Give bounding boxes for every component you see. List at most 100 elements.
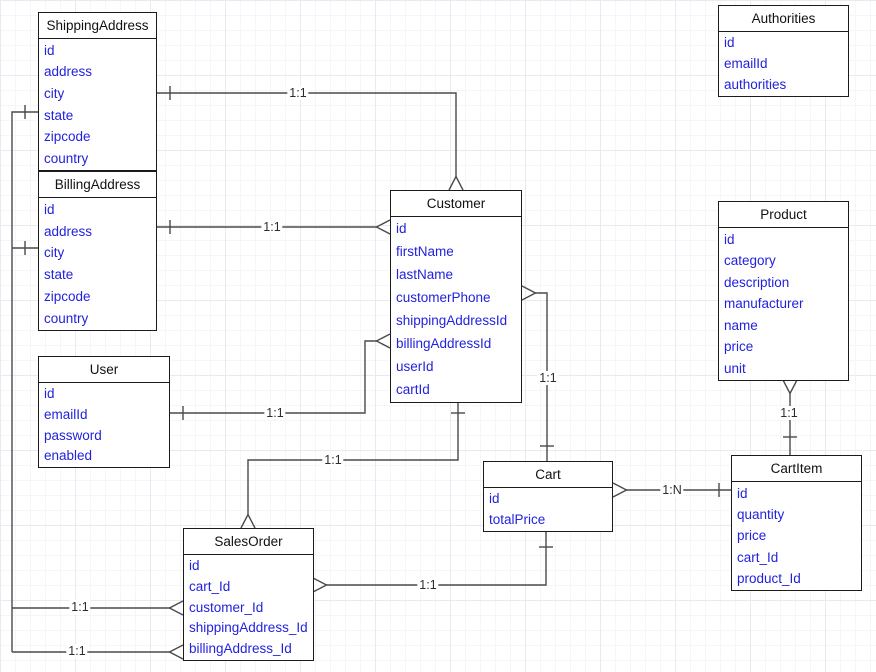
entity-field[interactable]: customer_Id bbox=[189, 599, 264, 615]
entity-authorities[interactable]: Authorities id emailId authorities bbox=[718, 5, 849, 97]
entity-field[interactable]: quantity bbox=[737, 506, 785, 522]
entity-field[interactable]: id bbox=[724, 231, 735, 247]
relationship-label[interactable]: 1:1 bbox=[261, 220, 283, 234]
entity-field[interactable]: id bbox=[44, 201, 55, 217]
entity-field[interactable]: description bbox=[724, 274, 790, 290]
relationship-customer-to-salesorder[interactable] bbox=[240, 403, 465, 529]
entity-field[interactable]: id bbox=[724, 35, 735, 51]
relationship-line[interactable] bbox=[11, 111, 38, 652]
entity-field[interactable]: emailId bbox=[724, 56, 768, 72]
entity-field[interactable]: id bbox=[737, 485, 748, 501]
open-arrow-marker bbox=[167, 644, 184, 660]
relationship-rail-to-salesorder-customerid[interactable] bbox=[12, 600, 184, 616]
entity-field-list: id totalPrice bbox=[484, 488, 612, 532]
entity-field-list: id quantity price cart_Id product_Id bbox=[732, 482, 861, 591]
entity-field[interactable]: id bbox=[489, 491, 500, 507]
relationship-label[interactable]: 1:1 bbox=[417, 578, 439, 592]
entity-title: Cart bbox=[484, 462, 612, 488]
entity-field[interactable]: address bbox=[44, 223, 93, 239]
entity-title: ShippingAddress bbox=[39, 13, 156, 39]
entity-field[interactable]: customerPhone bbox=[396, 290, 491, 306]
entity-field[interactable]: zipcode bbox=[44, 129, 91, 145]
entity-field[interactable]: state bbox=[44, 267, 74, 283]
open-arrow-marker bbox=[240, 512, 256, 529]
open-arrow-marker bbox=[521, 285, 538, 301]
entity-field[interactable]: id bbox=[44, 42, 55, 58]
entity-field[interactable]: password bbox=[44, 427, 102, 443]
entity-field[interactable]: id bbox=[396, 221, 407, 237]
entity-field-list: id address city state zipcode country bbox=[39, 39, 156, 171]
relationship-left-rail-billingaddress[interactable] bbox=[12, 241, 38, 255]
entity-field[interactable]: cart_Id bbox=[189, 579, 231, 595]
entity-field[interactable]: billingAddressId bbox=[396, 336, 492, 352]
relationship-label[interactable]: 1:1 bbox=[264, 406, 286, 420]
entity-field[interactable]: address bbox=[44, 64, 93, 80]
entity-field[interactable]: state bbox=[44, 107, 74, 123]
open-arrow-marker bbox=[448, 174, 464, 191]
entity-field[interactable]: firstName bbox=[396, 244, 454, 260]
relationship-label[interactable]: 1:1 bbox=[537, 371, 559, 385]
entity-field[interactable]: billingAddress_Id bbox=[189, 641, 292, 657]
entity-shipping-address[interactable]: ShippingAddress id address city state zipcode… bbox=[38, 12, 157, 171]
relationship-line[interactable] bbox=[326, 532, 547, 586]
entity-field[interactable]: zipcode bbox=[44, 288, 91, 304]
relationship-rail-to-salesorder-billingid[interactable] bbox=[12, 644, 184, 660]
entity-field-list: id emailId password enabled bbox=[39, 383, 169, 468]
entity-sales-order[interactable]: SalesOrder id cart_Id customer_Id shippingAd… bbox=[183, 528, 314, 661]
relationship-product-to-cartitem[interactable] bbox=[782, 379, 798, 455]
entity-field[interactable]: city bbox=[44, 245, 65, 261]
entity-field[interactable]: lastName bbox=[396, 267, 454, 283]
entity-cart[interactable]: Cart id totalPrice bbox=[483, 461, 613, 532]
entity-field[interactable]: country bbox=[44, 150, 89, 166]
entity-field[interactable]: product_Id bbox=[737, 570, 801, 586]
entity-field[interactable]: price bbox=[724, 339, 754, 355]
entity-field[interactable]: unit bbox=[724, 360, 746, 376]
entity-field[interactable]: city bbox=[44, 85, 65, 101]
relationship-line[interactable] bbox=[535, 292, 548, 461]
entity-field[interactable]: category bbox=[724, 253, 776, 269]
entity-field[interactable]: id bbox=[44, 386, 55, 402]
entity-field[interactable]: cart_Id bbox=[737, 549, 779, 565]
entity-field[interactable]: authorities bbox=[724, 77, 787, 93]
relationship-label[interactable]: 1:1 bbox=[66, 644, 88, 658]
entity-field[interactable]: id bbox=[189, 558, 200, 574]
entity-field[interactable]: price bbox=[737, 528, 767, 544]
entity-billing-address[interactable]: BillingAddress id address city state zipcode c… bbox=[38, 171, 157, 331]
entity-field[interactable]: shippingAddress_Id bbox=[189, 620, 308, 636]
relationship-customer-to-cart[interactable] bbox=[521, 285, 554, 461]
entity-field[interactable]: userId bbox=[396, 359, 434, 375]
open-arrow-marker bbox=[612, 482, 629, 498]
relationship-salesorder-to-cart[interactable] bbox=[312, 532, 553, 593]
relationship-label[interactable]: 1:1 bbox=[69, 600, 91, 614]
entity-title: Authorities bbox=[719, 6, 848, 32]
entity-field[interactable]: country bbox=[44, 310, 89, 326]
relationship-label[interactable]: 1:1 bbox=[287, 86, 309, 100]
relationship-label[interactable]: 1:1 bbox=[322, 453, 344, 467]
entity-field[interactable]: name bbox=[724, 317, 758, 333]
relationship-shippingaddress-to-customer[interactable] bbox=[157, 86, 464, 191]
open-arrow-marker bbox=[374, 219, 391, 235]
relationship-label[interactable]: 1:N bbox=[660, 483, 684, 497]
entity-field[interactable]: totalPrice bbox=[489, 512, 546, 528]
open-arrow-marker bbox=[782, 379, 798, 396]
entity-field[interactable]: manufacturer bbox=[724, 296, 804, 312]
relationship-label[interactable]: 1:1 bbox=[778, 406, 800, 420]
relationship-line[interactable] bbox=[170, 340, 377, 414]
entity-field[interactable]: shippingAddressId bbox=[396, 313, 508, 329]
relationship-left-rail-shippingaddress[interactable] bbox=[11, 105, 38, 652]
entity-field[interactable]: enabled bbox=[44, 448, 93, 464]
relationship-line[interactable] bbox=[247, 403, 459, 514]
entity-field[interactable]: cartId bbox=[396, 382, 430, 398]
entity-field[interactable]: emailId bbox=[44, 406, 88, 422]
entity-field-list: id firstName lastName customerPhone shipping… bbox=[391, 217, 521, 403]
entity-title: SalesOrder bbox=[184, 529, 313, 555]
relationship-line[interactable] bbox=[157, 92, 457, 177]
entity-title: BillingAddress bbox=[39, 172, 156, 198]
entity-field-list: id address city state zipcode country bbox=[39, 198, 156, 331]
